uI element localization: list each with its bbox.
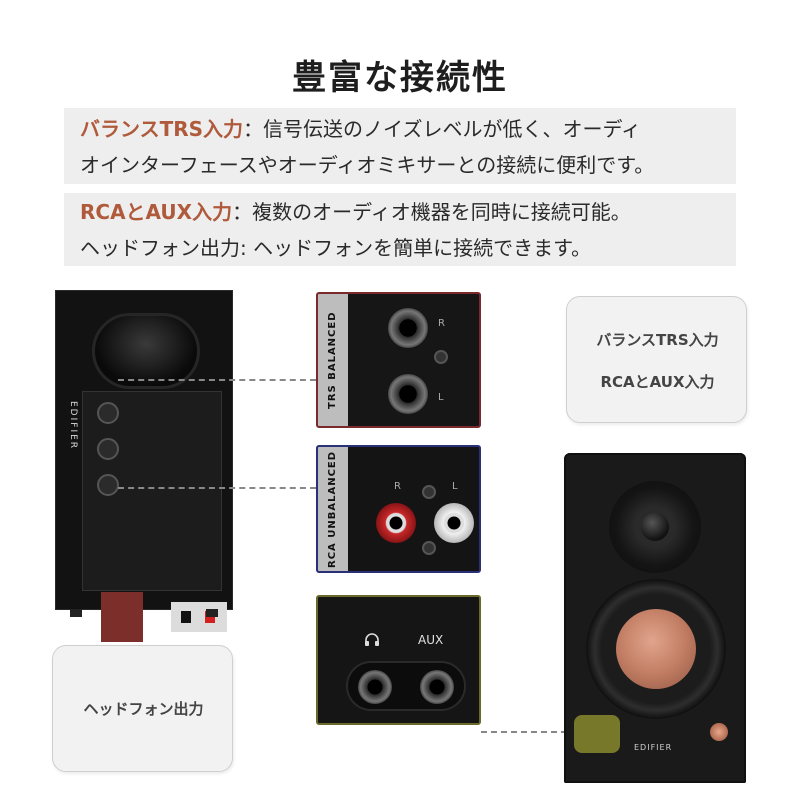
woofer <box>586 579 726 719</box>
feature-text: ：信号伝送のノイズレベルが低く、オーディ <box>243 117 642 141</box>
rca-left-label: L <box>452 481 458 492</box>
inputs-label-card: バランスTRS入力 RCAとAUX入力 <box>566 296 747 423</box>
page-title: 豊富な接続性 <box>292 58 508 98</box>
trs-strip: TRS BALANCED <box>318 294 348 426</box>
speaker-out-terminal <box>171 602 227 632</box>
rca-right-label: R <box>394 481 401 492</box>
feature-highlight: バランスTRS入力 <box>80 117 244 141</box>
headphone-icon <box>365 633 379 646</box>
trs-jack-right-icon <box>388 308 428 348</box>
headphone-jack-icon <box>358 670 392 704</box>
connector-line <box>481 731 577 733</box>
rear-speaker-image: EDIFIER <box>55 290 233 684</box>
aux-label: AUX <box>418 633 444 647</box>
rear-control-panel <box>82 391 227 684</box>
feature-line: RCAとAUX入力：複数のオーディオ機器を同時に接続可能。 <box>80 194 736 230</box>
jack-housing <box>346 661 466 711</box>
feature-text: ヘッドフォン出力: ヘッドフォンを簡単に接続できます。 <box>80 236 592 260</box>
aux-jack-icon <box>420 670 454 704</box>
rca-white-jack-icon <box>434 503 474 543</box>
feature-text: ：複数のオーディオ機器を同時に接続可能。 <box>232 200 631 224</box>
rear-trs-ports <box>101 592 143 642</box>
aux-closeup: AUX <box>316 595 481 725</box>
rear-brand: EDIFIER <box>68 401 78 451</box>
bass-port <box>92 313 200 389</box>
card-trs-label: バランスTRS入力 <box>596 331 719 349</box>
screw-icon <box>434 350 448 364</box>
trs-jack-left-icon <box>388 374 428 414</box>
headphone-label-card: ヘッドフォン出力 <box>52 645 233 772</box>
trs-strip-label: TRS BALANCED <box>327 311 338 409</box>
speaker-foot <box>70 609 82 617</box>
feature-band-trs: バランスTRS入力：信号伝送のノイズレベルが低く、オーディ オインターフェースや… <box>64 108 736 184</box>
screw-icon <box>422 485 436 499</box>
card-rca-aux-label: RCAとAUX入力 <box>600 373 715 391</box>
front-speaker-image: EDIFIER <box>564 453 746 783</box>
rca-strip-label: RCA UNBALANCED <box>327 450 338 568</box>
headphone-aux-highlight <box>574 715 620 753</box>
tweeter <box>609 481 701 573</box>
feature-highlight: RCAとAUX入力 <box>80 200 233 224</box>
knob-icon <box>97 474 119 496</box>
knob-icon <box>97 402 119 424</box>
feature-text: オインターフェースやオーディオミキサーとの接続に便利です。 <box>80 153 655 177</box>
connector-line <box>118 487 316 489</box>
volume-knob-icon <box>710 723 728 741</box>
tweeter-dome <box>641 513 669 541</box>
trs-left-label: L <box>438 392 444 403</box>
woofer-cone <box>616 609 696 689</box>
card-headphone-label: ヘッドフォン出力 <box>83 700 204 718</box>
rca-strip: RCA UNBALANCED <box>318 447 348 571</box>
screw-icon <box>422 541 436 555</box>
feature-line: バランスTRS入力：信号伝送のノイズレベルが低く、オーディ <box>80 111 736 147</box>
trs-closeup: TRS BALANCED R L <box>316 292 481 428</box>
speaker-foot <box>206 609 218 617</box>
knob-icon <box>97 438 119 460</box>
feature-band-rca-aux: RCAとAUX入力：複数のオーディオ機器を同時に接続可能。 ヘッドフォン出力: … <box>64 193 736 266</box>
rca-red-jack-icon <box>376 503 416 543</box>
front-brand: EDIFIER <box>634 743 673 752</box>
connector-line <box>118 379 316 381</box>
trs-right-label: R <box>438 318 445 329</box>
rca-closeup: RCA UNBALANCED R L <box>316 445 481 573</box>
